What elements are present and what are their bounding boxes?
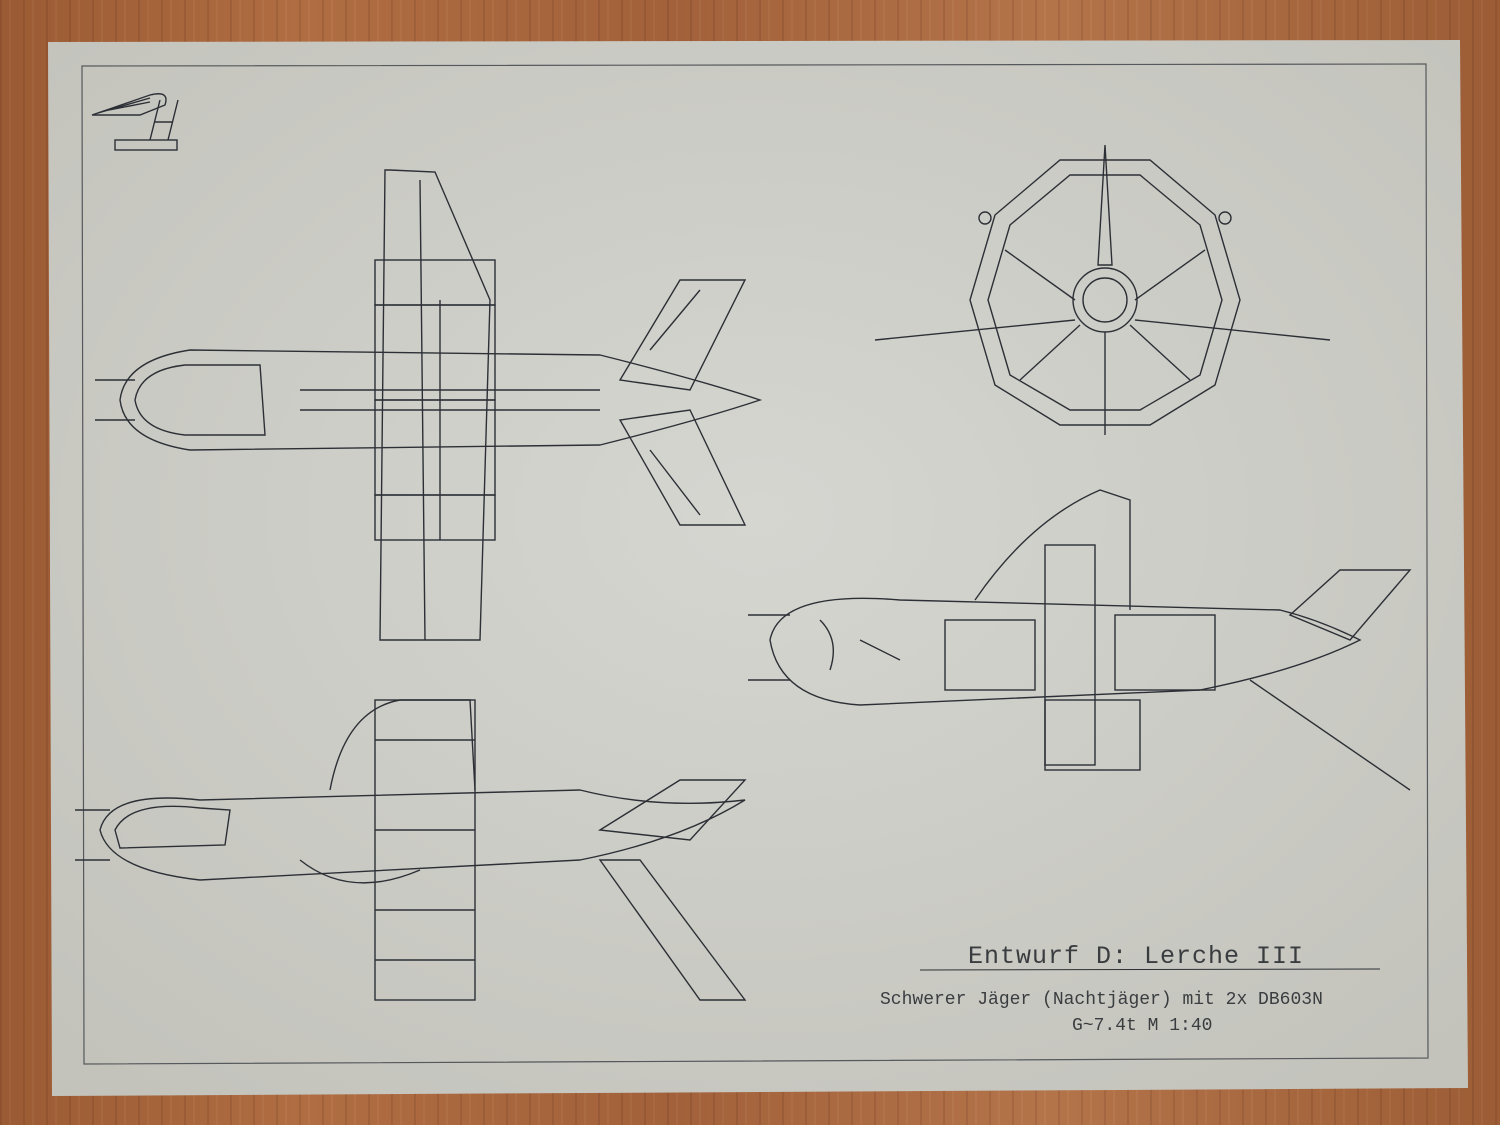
inner-border bbox=[81, 63, 1429, 1065]
drawing-subtitle: Schwerer Jäger (Nachtjäger) mit 2x DB603… bbox=[880, 990, 1323, 1010]
front-view-aircraft bbox=[874, 144, 1331, 435]
drawing-title: Entwurf D: Lerche III bbox=[968, 942, 1305, 971]
side-cutaway-aircraft bbox=[748, 489, 1412, 791]
side-view-aircraft bbox=[75, 699, 747, 1001]
heinkel-logo bbox=[91, 93, 179, 151]
title-underline bbox=[919, 968, 1381, 971]
top-view-aircraft bbox=[95, 169, 763, 641]
drawing-spec: G~7.4t M 1:40 bbox=[1072, 1016, 1213, 1036]
paper bbox=[48, 40, 1468, 1096]
